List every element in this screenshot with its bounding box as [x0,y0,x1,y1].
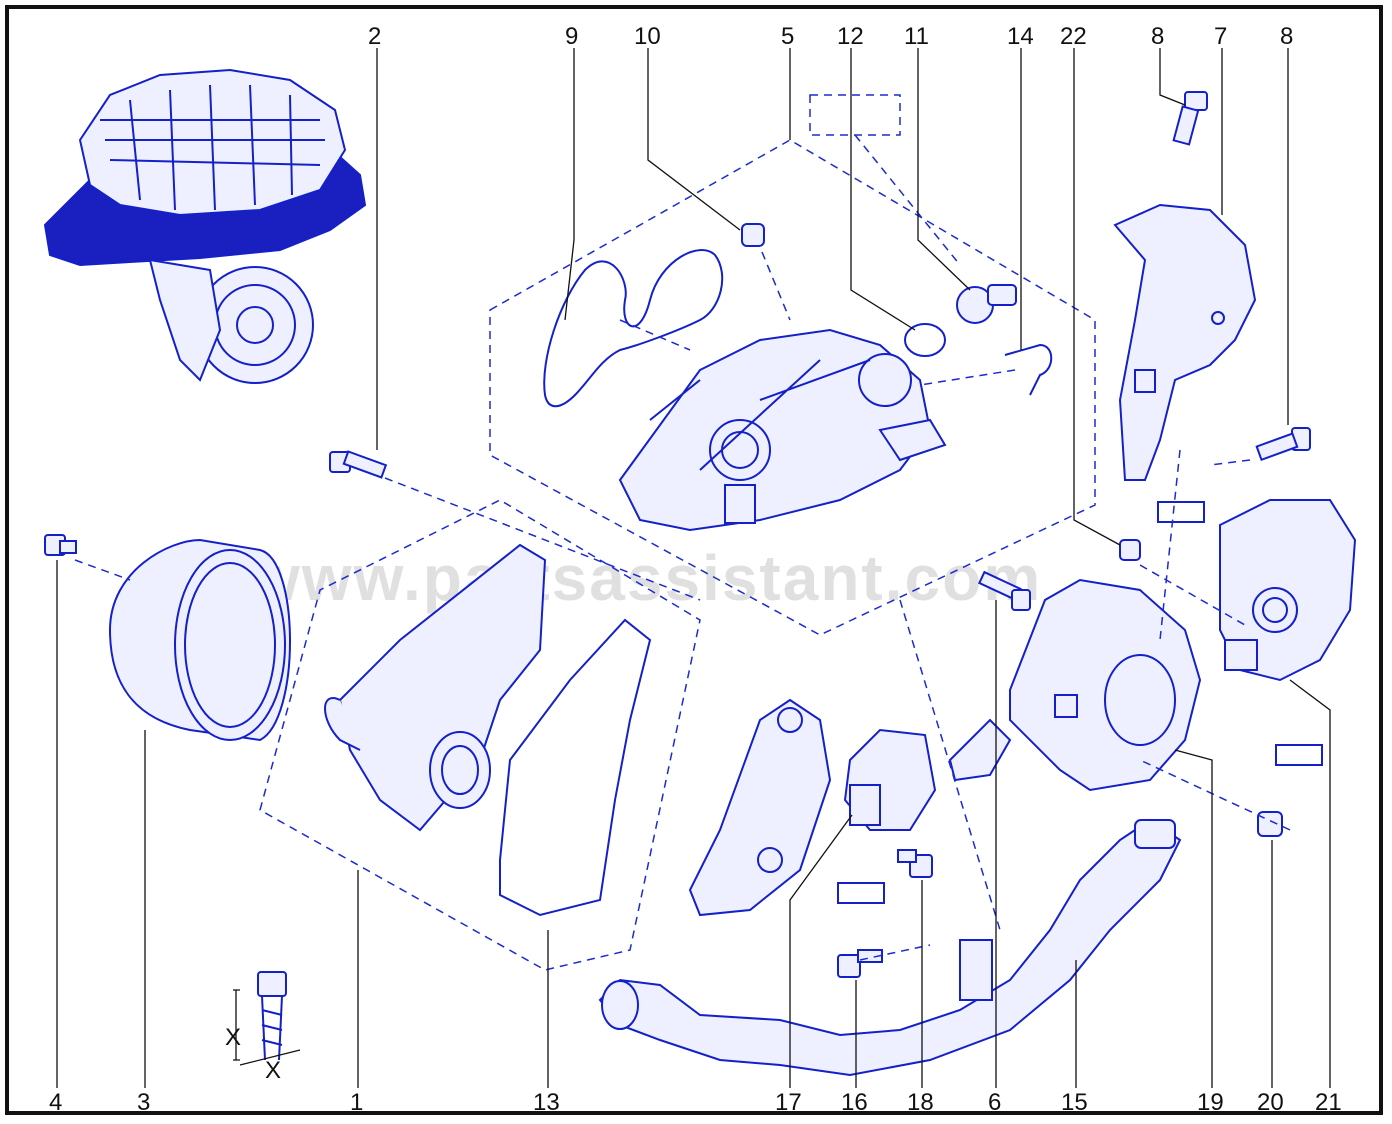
part-13-gasket [499,618,652,917]
callout-22: 22 [1060,23,1087,50]
part-19-plate [948,578,1202,792]
part-6-bolt [978,570,1031,611]
callouts-top: 2 9 10 5 12 11 14 22 8 7 8 [368,23,1293,50]
part-7-bracket [1113,203,1257,481]
callout-16: 16 [841,1089,868,1116]
callout-13: 13 [533,1089,560,1116]
dimension-label-x-horizontal: X [265,1057,281,1084]
callout-4: 4 [49,1089,62,1116]
callout-8-right: 8 [1280,23,1293,50]
callout-9: 9 [565,23,578,50]
callout-18: 18 [907,1089,934,1116]
part-5-pump-body [618,328,947,532]
callout-10: 10 [634,23,661,50]
assembly-outline-housing [259,499,701,971]
watermark-text: www.partsassistant.com [249,542,1042,614]
callout-17: 17 [775,1089,802,1116]
part-15-hose [598,818,1182,1077]
part-4-bolt [44,534,77,556]
callout-2: 2 [368,23,381,50]
part-14-clip [1004,343,1053,396]
part-1-pump-housing [324,543,547,832]
callout-20: 20 [1257,1089,1284,1116]
part-9-gasket [543,249,724,408]
callout-14: 14 [1007,23,1034,50]
part-12-o-ring [904,323,946,357]
part-11-sensor [956,284,1017,324]
callout-12: 12 [837,23,864,50]
part-2-bolt [329,450,388,479]
part-17-sensor [843,728,937,831]
callout-19: 19 [1197,1089,1224,1116]
leader-lines [56,48,1331,1088]
part-16-bolt [837,949,883,978]
bolt-dimension-symbol: X X [225,971,301,1084]
callout-15: 15 [1061,1089,1088,1116]
callout-11: 11 [904,23,929,50]
part-8-bolt-right [1255,427,1311,462]
part-18-bolt [897,849,933,878]
part-21-thermostat-housing [1219,499,1357,682]
callout-6: 6 [988,1089,1001,1116]
assembly-guide-lines [74,251,1291,961]
callout-8-top: 8 [1151,23,1164,50]
callout-3: 3 [137,1089,150,1116]
callout-5: 5 [781,23,794,50]
assembly-outline-pump [489,94,1096,636]
part-10-plug [741,223,765,247]
part-8-bolt-top [1172,91,1208,146]
part-20-nut [1257,811,1283,837]
callout-1: 1 [350,1089,363,1116]
part-22-nut [1119,539,1141,561]
callout-21: 21 [1315,1089,1342,1116]
part-3-pulley [108,538,291,742]
dimension-label-x-vertical: X [225,1024,241,1051]
callouts-bottom: 4 3 1 13 17 16 18 6 15 19 20 21 [49,1089,1342,1116]
part-17-thermostat-body [688,698,832,917]
callout-7: 7 [1214,23,1227,50]
seal-symbols [837,501,1323,904]
engine-thumbnail-illustration [43,68,367,384]
